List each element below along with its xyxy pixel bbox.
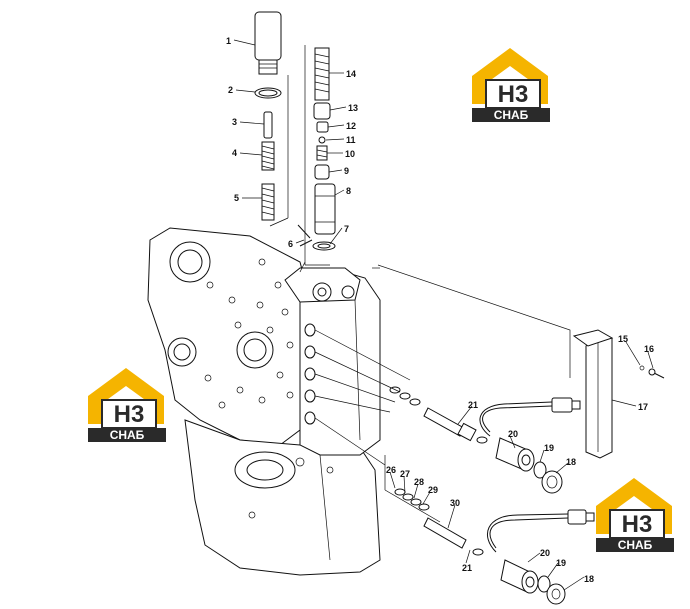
callout-16: 16 [644, 344, 654, 354]
callout-18: 18 [566, 457, 576, 467]
callout-4: 4 [232, 148, 237, 158]
callout-20: 20 [508, 429, 518, 439]
callout-14: 14 [346, 69, 356, 79]
callout-28: 28 [414, 477, 424, 487]
callout-2: 2 [228, 85, 233, 95]
callout-29: 29 [428, 485, 438, 495]
solenoid-upper [314, 329, 581, 494]
callout-12: 12 [346, 121, 356, 131]
callout-27: 27 [400, 469, 410, 479]
valve-plug-stack [254, 11, 289, 227]
leader-lines [233, 39, 654, 591]
callout-7: 7 [344, 224, 349, 234]
svg-text:CHAБ: CHAБ [494, 108, 529, 122]
svg-text:CHAБ: CHAБ [110, 428, 145, 442]
callout-13: 13 [348, 103, 358, 113]
callout-19-lower: 19 [556, 558, 566, 568]
svg-text:H3: H3 [622, 511, 653, 538]
callout-6: 6 [288, 239, 293, 249]
callout-18-lower: 18 [584, 574, 594, 584]
watermark-logo-top-right: H3 CHAБ [472, 48, 550, 122]
callout-20-lower: 20 [540, 548, 550, 558]
svg-text:H3: H3 [114, 401, 145, 428]
callout-21: 21 [468, 400, 478, 410]
watermark-logo-bottom-right: H3 CHAБ [596, 478, 674, 552]
solenoid-lower [384, 455, 595, 605]
callout-5: 5 [234, 193, 239, 203]
callout-labels: 1 2 3 4 5 6 7 8 9 10 11 12 13 14 15 16 1… [226, 36, 654, 584]
callout-10: 10 [345, 149, 355, 159]
bracket-assembly [372, 264, 665, 459]
callout-30: 30 [450, 498, 460, 508]
callout-21-lower: 21 [462, 563, 472, 573]
callout-11: 11 [346, 135, 356, 145]
callout-3: 3 [232, 117, 237, 127]
transmission-housing [147, 227, 381, 576]
callout-8: 8 [346, 186, 351, 196]
callout-9: 9 [344, 166, 349, 176]
watermark-logo-left: H3 CHAБ [88, 368, 166, 442]
spool-stack [297, 45, 336, 273]
callout-26: 26 [386, 465, 396, 475]
callout-17: 17 [638, 402, 648, 412]
callout-15: 15 [618, 334, 628, 344]
svg-text:H3: H3 [498, 81, 529, 108]
svg-text:CHAБ: CHAБ [618, 538, 653, 552]
callout-19: 19 [544, 443, 554, 453]
callout-1: 1 [226, 36, 231, 46]
